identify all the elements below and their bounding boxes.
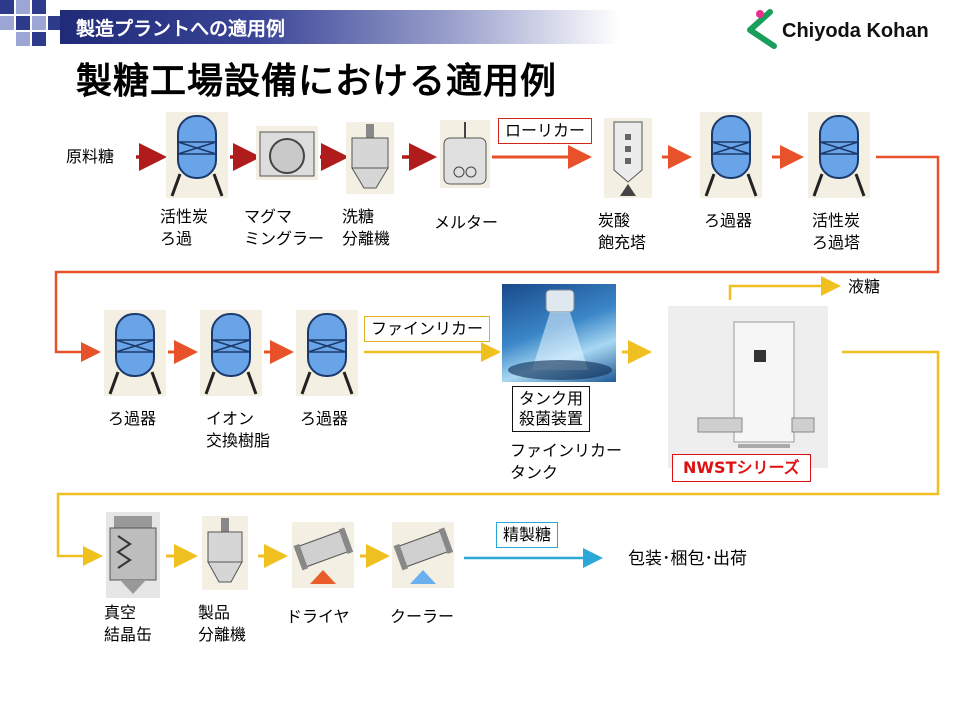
sugar-washing-separator-label: 洗糖 分離機 <box>342 207 391 248</box>
chiyoda-logo-icon <box>747 9 777 49</box>
dryer-label: ドライヤ <box>286 607 350 626</box>
tank-sterilizer-tag: タンク用 殺菌装置 <box>512 386 591 432</box>
magma-mingler-icon <box>256 126 318 180</box>
arrow-nwst-to-liquid-sugar <box>728 276 841 300</box>
melter-label: メルター <box>434 213 499 232</box>
fine-liquor-tag: ファインリカー <box>364 316 491 342</box>
filter-3-icon <box>296 310 358 396</box>
activated-carbon-filter-1-label: 活性炭 ろ過 <box>160 207 209 248</box>
ion-exchange-resin-label: イオン 交換樹脂 <box>206 409 271 450</box>
activated-carbon-filter-1-icon <box>166 112 228 198</box>
melter-icon <box>440 120 490 188</box>
filter-2-icon <box>104 310 166 396</box>
arrow-row1-to-row2 <box>54 155 940 362</box>
page-title: 製糖工場設備における適用例 <box>76 61 558 102</box>
nwst-series-tag: NWSTシリーズ <box>672 454 811 482</box>
cooler-label: クーラー <box>390 607 455 626</box>
carbonation-tower-label: 炭酸 飽充塔 <box>598 211 647 252</box>
sugar-washing-separator-icon <box>346 122 394 194</box>
vacuum-crystallizer-icon <box>106 512 160 598</box>
filter-1-label: ろ過器 <box>704 211 753 230</box>
cooler-icon <box>392 522 454 588</box>
filter-1-icon <box>700 112 762 198</box>
raw-liquor-tag: ローリカー <box>498 118 593 144</box>
filter-2-label: ろ過器 <box>108 409 157 428</box>
packaging-label: 包装･梱包･出荷 <box>628 549 747 569</box>
vacuum-crystallizer-label: 真空 結晶缶 <box>104 603 153 644</box>
header-band <box>60 10 620 44</box>
logo-text: Chiyoda Kohan <box>782 20 929 42</box>
dryer-icon <box>292 522 354 588</box>
tank-sterilizer-image <box>502 284 616 382</box>
arrow-row2-to-row3 <box>56 350 940 566</box>
product-separator-label: 製品 分離機 <box>198 603 247 644</box>
ion-exchange-resin-icon <box>200 310 262 396</box>
fine-liquor-tank-label: ファインリカー タンク <box>510 441 623 482</box>
liquid-sugar-label: 液糖 <box>848 277 881 296</box>
magma-mingler-label: マグマ ミングラー <box>244 207 325 248</box>
raw-sugar-label: 原料糖 <box>66 147 115 166</box>
activated-carbon-filter-2-icon <box>808 112 870 198</box>
nwst-device-image <box>668 306 828 468</box>
refined-sugar-tag: 精製糖 <box>496 522 559 548</box>
filter-3-label: ろ過器 <box>300 409 349 428</box>
activated-carbon-filter-2-label: 活性炭 ろ過塔 <box>812 211 861 252</box>
carbonation-tower-icon <box>604 118 652 198</box>
section-title: 製造プラントへの適用例 <box>76 18 286 40</box>
product-separator-icon <box>202 516 248 590</box>
